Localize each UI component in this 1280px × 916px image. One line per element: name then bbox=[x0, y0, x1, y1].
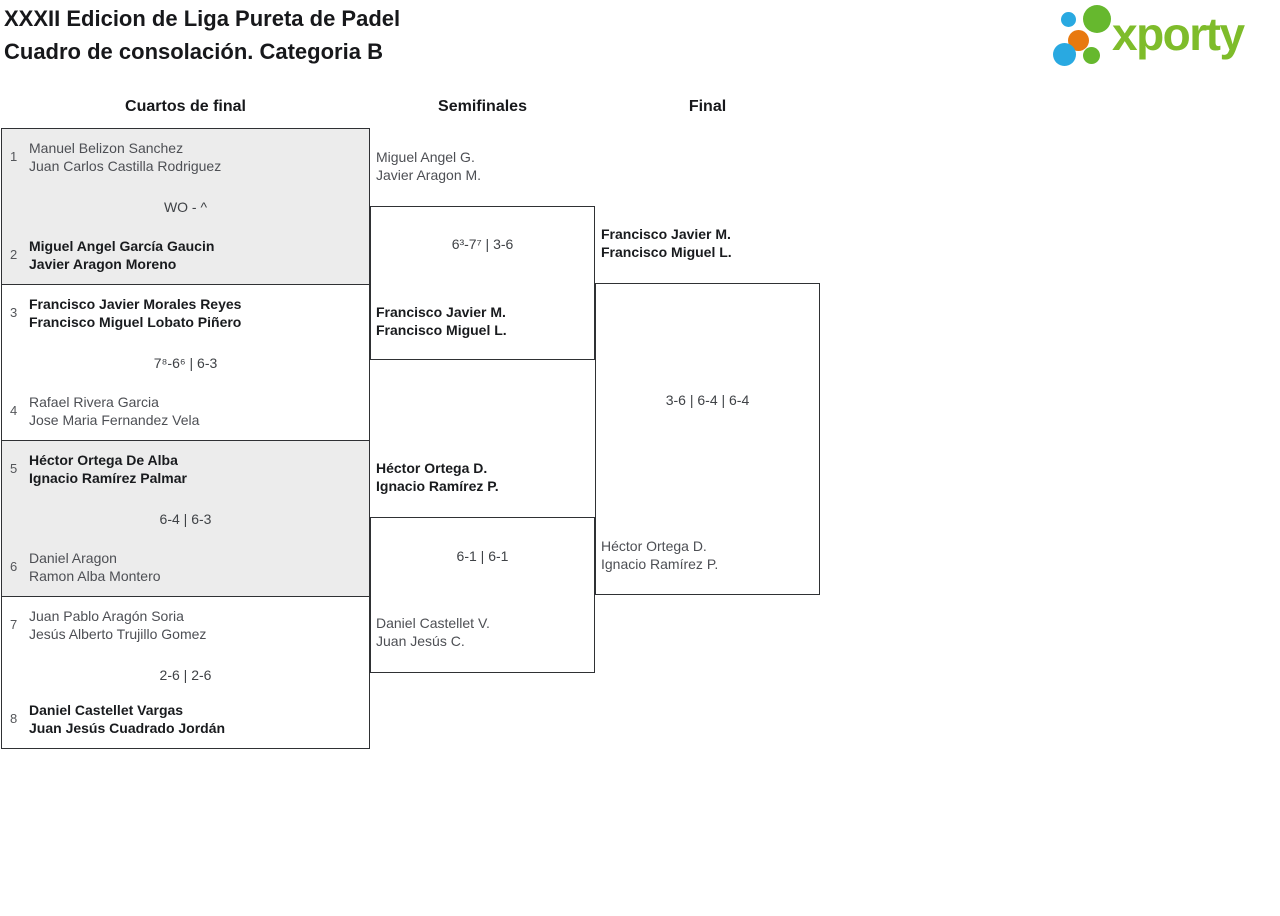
qf3-team-bottom: Daniel Aragon Ramon Alba Montero bbox=[29, 549, 161, 585]
team-player-2: Juan Jesús C. bbox=[376, 633, 465, 649]
qf4-team-top: Juan Pablo Aragón Soria Jesús Alberto Tr… bbox=[29, 607, 206, 643]
sf2-team-top: Héctor Ortega D. Ignacio Ramírez P. bbox=[376, 459, 499, 495]
column-header-quarterfinals: Cuartos de final bbox=[125, 98, 246, 115]
page-title-line2: Cuadro de consolación. Categoria B bbox=[4, 39, 383, 64]
qf-match-3: 5 Héctor Ortega De Alba Ignacio Ramírez … bbox=[2, 440, 369, 596]
team-player-1: Rafael Rivera Garcia bbox=[29, 394, 159, 410]
qf-match-4: 7 Juan Pablo Aragón Soria Jesús Alberto … bbox=[2, 596, 369, 748]
logo-dot-green-small-icon bbox=[1083, 47, 1100, 64]
qf1-score: WO - ^ bbox=[163, 199, 208, 215]
qf2-team-bottom: Rafael Rivera Garcia Jose Maria Fernande… bbox=[29, 393, 199, 429]
team-player-1: Francisco Javier M. bbox=[376, 304, 506, 320]
team-player-2: Ignacio Ramírez Palmar bbox=[29, 470, 187, 486]
sf-match-1: 6³-7⁷ | 3-6 bbox=[370, 206, 595, 360]
sf1-team-bottom: Francisco Javier M. Francisco Miguel L. bbox=[376, 303, 507, 339]
seed-number: 5 bbox=[10, 461, 18, 476]
logo-wordmark: xporty bbox=[1112, 8, 1245, 60]
page-title: XXXII Edicion de Liga Pureta de Padel Cu… bbox=[4, 2, 400, 68]
team-player-1: Héctor Ortega De Alba bbox=[29, 452, 178, 468]
final-team-top: Francisco Javier M. Francisco Miguel L. bbox=[601, 225, 732, 261]
seed-number: 2 bbox=[10, 247, 18, 262]
team-player-2: Francisco Miguel L. bbox=[601, 244, 732, 260]
logo-dot-blue-small-icon bbox=[1061, 12, 1076, 27]
team-player-2: Ramon Alba Montero bbox=[29, 568, 161, 584]
qf4-team-bottom: Daniel Castellet Vargas Juan Jesús Cuadr… bbox=[29, 701, 225, 737]
team-player-1: Francisco Javier Morales Reyes bbox=[29, 296, 242, 312]
qf1-team-top: Manuel Belizon Sanchez Juan Carlos Casti… bbox=[29, 139, 221, 175]
quarterfinals-column: 1 Manuel Belizon Sanchez Juan Carlos Cas… bbox=[1, 128, 370, 749]
team-player-1: Miguel Angel G. bbox=[376, 149, 475, 165]
qf2-score: 7⁸-6⁶ | 6-3 bbox=[153, 355, 218, 371]
sf2-score: 6-1 | 6-1 bbox=[456, 548, 509, 564]
seed-number: 8 bbox=[10, 711, 18, 726]
qf1-team-bottom: Miguel Angel García Gaucin Javier Aragon… bbox=[29, 237, 214, 273]
sf2-team-bottom: Daniel Castellet V. Juan Jesús C. bbox=[376, 614, 490, 650]
final-team-bottom: Héctor Ortega D. Ignacio Ramírez P. bbox=[601, 537, 718, 573]
column-header-semifinals: Semifinales bbox=[438, 98, 527, 115]
seed-number: 4 bbox=[10, 403, 18, 418]
logo-dot-green-large-icon bbox=[1083, 5, 1111, 33]
logo-dot-orange-icon bbox=[1068, 30, 1089, 51]
qf-match-1: 1 Manuel Belizon Sanchez Juan Carlos Cas… bbox=[2, 129, 369, 284]
seed-number: 7 bbox=[10, 617, 18, 632]
page-title-line1: XXXII Edicion de Liga Pureta de Padel bbox=[4, 6, 401, 31]
team-player-1: Francisco Javier M. bbox=[601, 226, 731, 242]
qf-match-2: 3 Francisco Javier Morales Reyes Francis… bbox=[2, 284, 369, 440]
team-player-1: Daniel Aragon bbox=[29, 550, 117, 566]
team-player-1: Miguel Angel García Gaucin bbox=[29, 238, 215, 254]
seed-number: 1 bbox=[10, 149, 18, 164]
seed-number: 6 bbox=[10, 559, 18, 574]
team-player-1: Héctor Ortega D. bbox=[376, 460, 488, 476]
team-player-1: Daniel Castellet V. bbox=[376, 615, 490, 631]
team-player-2: Francisco Miguel Lobato Piñero bbox=[29, 314, 242, 330]
qf4-score: 2-6 | 2-6 bbox=[159, 667, 212, 683]
team-player-2: Jose Maria Fernandez Vela bbox=[29, 412, 200, 428]
seed-number: 3 bbox=[10, 305, 18, 320]
qf3-score: 6-4 | 6-3 bbox=[159, 511, 212, 527]
team-player-2: Juan Carlos Castilla Rodriguez bbox=[29, 158, 222, 174]
team-player-2: Ignacio Ramírez P. bbox=[601, 556, 719, 572]
team-player-2: Javier Aragon Moreno bbox=[29, 256, 177, 272]
team-player-1: Daniel Castellet Vargas bbox=[29, 702, 184, 718]
team-player-1: Manuel Belizon Sanchez bbox=[29, 140, 184, 156]
qf2-team-top: Francisco Javier Morales Reyes Francisco… bbox=[29, 295, 241, 331]
team-player-2: Francisco Miguel L. bbox=[376, 322, 507, 338]
sf1-team-top: Miguel Angel G. Javier Aragon M. bbox=[376, 148, 481, 184]
team-player-2: Javier Aragon M. bbox=[376, 167, 482, 183]
sf1-score: 6³-7⁷ | 3-6 bbox=[451, 236, 514, 252]
team-player-2: Ignacio Ramírez P. bbox=[376, 478, 499, 494]
team-player-1: Juan Pablo Aragón Soria bbox=[29, 608, 184, 624]
team-player-2: Juan Jesús Cuadrado Jordán bbox=[29, 720, 226, 736]
qf3-team-top: Héctor Ortega De Alba Ignacio Ramírez Pa… bbox=[29, 451, 187, 487]
final-score: 3-6 | 6-4 | 6-4 bbox=[665, 392, 750, 408]
team-player-1: Héctor Ortega D. bbox=[601, 538, 707, 554]
logo-dot-blue-large-icon bbox=[1053, 43, 1076, 66]
team-player-2: Jesús Alberto Trujillo Gomez bbox=[29, 626, 207, 642]
sf-match-2: 6-1 | 6-1 bbox=[370, 517, 595, 673]
final-match: 3-6 | 6-4 | 6-4 bbox=[595, 283, 820, 595]
column-header-final: Final bbox=[688, 98, 727, 115]
